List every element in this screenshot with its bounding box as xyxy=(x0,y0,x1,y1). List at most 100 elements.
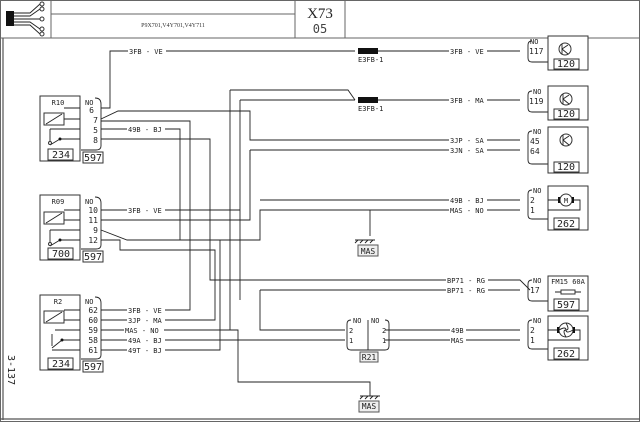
wire-label: 49T - BJ xyxy=(128,347,162,355)
ground-mas-2: MAS xyxy=(358,395,380,413)
svg-text:262: 262 xyxy=(557,219,575,230)
svg-text:NO: NO xyxy=(533,128,541,136)
relay-switch-icon xyxy=(51,334,63,349)
svg-text:NO: NO xyxy=(533,88,541,96)
svg-text:234: 234 xyxy=(52,150,70,161)
ground-mas-1: MAS xyxy=(354,239,379,257)
svg-text:MAS: MAS xyxy=(362,402,377,411)
svg-text:262: 262 xyxy=(557,349,575,360)
svg-text:597: 597 xyxy=(84,252,102,263)
svg-text:700: 700 xyxy=(52,249,70,260)
svg-text:NO: NO xyxy=(85,198,93,206)
svg-text:FM15 60A: FM15 60A xyxy=(551,278,586,286)
module-45-64: NO 45 64 120 xyxy=(527,126,589,174)
svg-text:10: 10 xyxy=(88,206,98,215)
transistor-icon xyxy=(559,133,573,147)
svg-text:5: 5 xyxy=(93,126,98,135)
motor-262: NO 2 1 M 262 xyxy=(527,185,589,231)
svg-text:119: 119 xyxy=(529,97,544,106)
svg-text:MAS: MAS xyxy=(361,247,376,256)
vehicle-codes: P9X701,V4Y701,V4Y711 xyxy=(141,23,205,29)
svg-text:NO: NO xyxy=(85,99,93,107)
svg-text:NO: NO xyxy=(85,298,93,306)
sheet-number: 05 xyxy=(313,22,327,36)
svg-text:11: 11 xyxy=(88,216,98,225)
svg-text:NO: NO xyxy=(533,317,541,325)
splice-e3fb-1-mid: E3FB-1 xyxy=(358,97,383,113)
svg-text:NO: NO xyxy=(353,317,361,325)
svg-text:NO: NO xyxy=(533,187,541,195)
wire-label: 3JP - MA xyxy=(128,317,163,325)
svg-text:2: 2 xyxy=(530,326,535,335)
transistor-icon xyxy=(559,92,573,106)
svg-text:117: 117 xyxy=(529,47,544,56)
svg-text:NO: NO xyxy=(533,277,541,285)
svg-text:R2: R2 xyxy=(54,298,62,306)
wire-label: MAS - NO xyxy=(450,207,484,215)
svg-text:1: 1 xyxy=(349,337,353,345)
wire-label: 3FB - VE xyxy=(450,48,484,56)
svg-text:1: 1 xyxy=(530,206,535,215)
svg-text:M: M xyxy=(564,197,568,205)
wire-label: 49B - BJ xyxy=(128,126,162,134)
svg-text:45: 45 xyxy=(530,137,540,146)
svg-text:62: 62 xyxy=(88,306,98,315)
svg-text:7: 7 xyxy=(93,116,98,125)
svg-text:2: 2 xyxy=(382,327,386,335)
wire-label: BP71 - RG xyxy=(447,287,485,295)
splice-e3fb-1-top: E3FB-1 xyxy=(358,48,383,64)
svg-text:59: 59 xyxy=(88,326,98,335)
wire-labels: 3FB - VE 3FB - VE 3FB - MA 3JP - SA 3JN … xyxy=(124,46,488,355)
diagram-id: X73 xyxy=(307,6,333,22)
svg-text:E3FB-1: E3FB-1 xyxy=(358,105,383,113)
fan-262: NO 2 1 262 xyxy=(527,315,589,361)
title-block: P9X701,V4Y701,V4Y711 X73 05 xyxy=(6,0,346,38)
connector-harness-icon xyxy=(6,1,45,37)
fuse-icon xyxy=(555,289,581,295)
wire-label: 49B - BJ xyxy=(450,197,484,205)
svg-text:61: 61 xyxy=(88,346,98,355)
svg-text:120: 120 xyxy=(557,162,575,173)
relay-r10: R10 234 NO 6 7 5 8 597 xyxy=(39,95,104,164)
svg-text:NO: NO xyxy=(530,38,538,46)
wire-label: 49A - BJ xyxy=(128,337,162,345)
svg-text:58: 58 xyxy=(88,336,98,345)
wire-label: MAS - NO xyxy=(125,327,159,335)
wire-label: 3FB - MA xyxy=(450,97,485,105)
page-reference: 3-137 xyxy=(5,355,16,385)
relay-r09: R09 700 NO 10 11 9 12 597 xyxy=(39,194,104,263)
svg-text:120: 120 xyxy=(557,59,575,70)
transistor-icon xyxy=(558,42,572,56)
svg-text:17: 17 xyxy=(530,286,540,295)
svg-text:2: 2 xyxy=(349,327,353,335)
fan-motor-icon xyxy=(548,322,581,341)
svg-text:12: 12 xyxy=(88,236,98,245)
wire-label: 49B xyxy=(451,327,464,335)
svg-text:R09: R09 xyxy=(52,198,65,206)
fuse-fm15: NO 17 FM15 60A 597 xyxy=(527,275,589,312)
svg-text:64: 64 xyxy=(530,147,540,156)
motor-icon: M xyxy=(548,193,581,211)
svg-text:6: 6 xyxy=(89,106,94,115)
svg-text:234: 234 xyxy=(52,359,70,370)
connector-r21: NO 2 1 NO 2 1 R21 xyxy=(346,317,390,363)
svg-text:1: 1 xyxy=(382,337,386,345)
svg-text:597: 597 xyxy=(84,362,102,373)
relay-r2: R2 234 NO 62 60 59 58 61 597 xyxy=(39,294,104,373)
svg-text:NO: NO xyxy=(371,317,379,325)
svg-text:597: 597 xyxy=(84,153,102,164)
wire-label: 3FB - VE xyxy=(128,207,162,215)
wire-label: 3FB - VE xyxy=(129,48,163,56)
wire-label: 3JN - SA xyxy=(450,147,485,155)
svg-text:R21: R21 xyxy=(362,353,377,362)
module-119: NO 119 120 xyxy=(527,85,589,121)
wire-label: MAS xyxy=(451,337,464,345)
wire-label: 3JP - SA xyxy=(450,137,485,145)
svg-text:60: 60 xyxy=(88,316,98,325)
wire-label: BP71 - RG xyxy=(447,277,485,285)
svg-text:597: 597 xyxy=(557,300,575,311)
svg-text:120: 120 xyxy=(557,109,575,120)
module-117: NO 117 120 xyxy=(527,35,589,71)
svg-text:1: 1 xyxy=(530,336,535,345)
